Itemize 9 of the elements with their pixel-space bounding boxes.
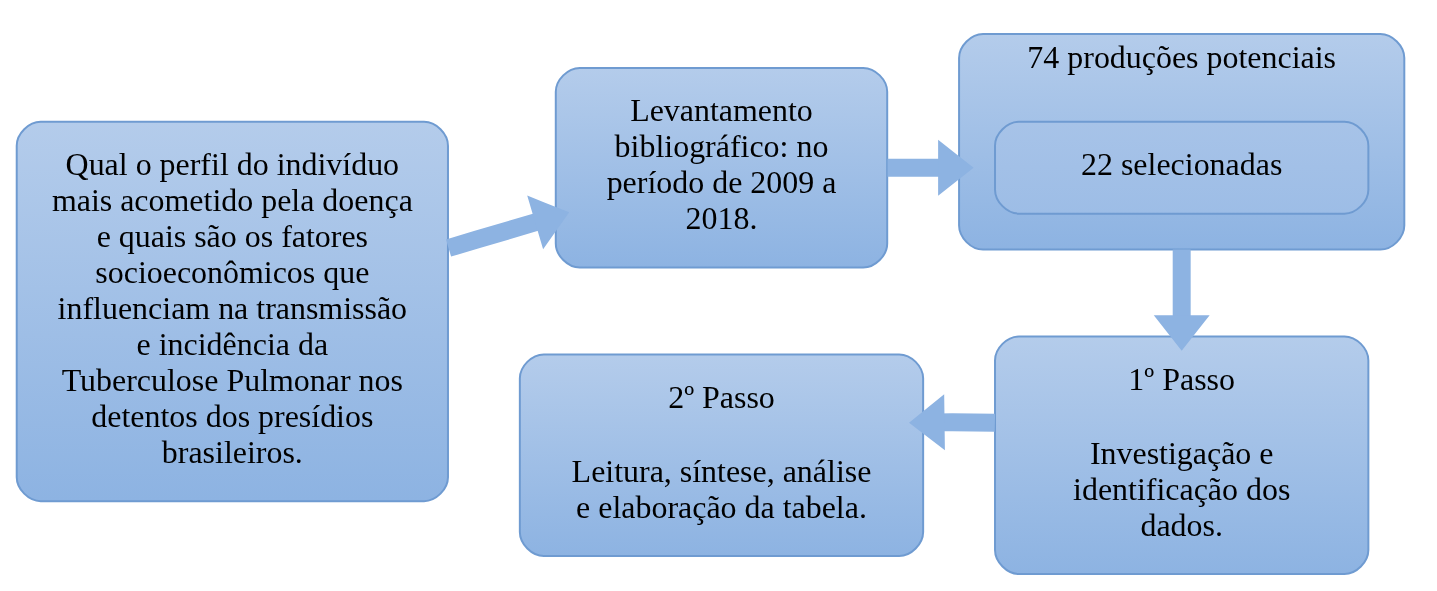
node-box: 2º Passo Leitura, síntese, análise e elaboração da tabela.: [518, 352, 925, 557]
arrow: [446, 195, 570, 257]
arrow: [887, 139, 974, 196]
node-box: Levantamento bibliográfico: no período de 2009 a 2018.: [554, 66, 889, 269]
arrow: [909, 393, 996, 450]
node-box: 1º Passo Investigação e identificação dos dados.: [994, 334, 1370, 575]
node-box: 22 selecionadas: [994, 120, 1370, 215]
node-box: Qual o perfil do indivíduo mais acometido pela doença e quais são os fatores socioeconômicos que influenciam na transmissão e incidência da Tuberculose Pulmonar nos detentos dos presídios brasileiros.: [15, 120, 449, 502]
arrow: [1153, 249, 1210, 351]
